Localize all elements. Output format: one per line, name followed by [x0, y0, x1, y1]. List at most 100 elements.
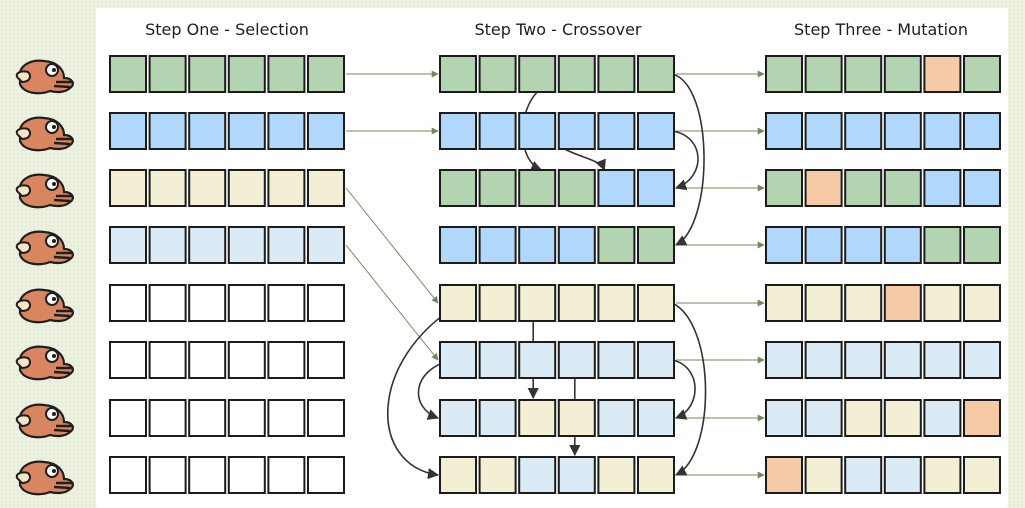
selection-gene-cell — [188, 399, 227, 437]
crossover-gene-cell — [597, 456, 636, 494]
crossover-arc — [564, 148, 606, 172]
mutation-gene-cell — [963, 112, 1001, 150]
crossover-grid — [439, 55, 675, 494]
selection-gene-cell — [148, 284, 187, 322]
crossover-gene-cell — [478, 226, 517, 264]
bird-wing-shape — [15, 471, 31, 485]
bird-body-shape — [18, 230, 74, 266]
selection-gene-cell — [307, 399, 345, 437]
crossover-arc — [671, 359, 696, 420]
crossover-gene-cell — [597, 169, 636, 207]
population-birds — [15, 59, 74, 496]
selection-gene-cell — [109, 341, 147, 379]
crossover-gene-cell — [557, 399, 596, 437]
bird-pupil-shape — [52, 182, 56, 186]
selection-gene-cell — [109, 399, 147, 437]
crossover-gene-cell — [518, 55, 557, 93]
mutation-gene-cell — [765, 399, 803, 437]
crossover-gene-cell — [518, 226, 557, 264]
selection-gene-cell — [188, 341, 227, 379]
selection-gene-cell — [109, 226, 147, 264]
selection-gene-cell — [227, 284, 266, 322]
mutation-gene-cell — [963, 341, 1001, 379]
bird-pupil-shape — [52, 354, 56, 358]
selection-gene-cell — [227, 226, 266, 264]
selection-gene-cell — [227, 399, 266, 437]
bird-beak-shape — [53, 309, 72, 318]
selection-gene-cell — [148, 55, 187, 93]
step-two-title: Step Two - Crossover — [475, 20, 642, 39]
mutation-gene-cell — [963, 399, 1001, 437]
mutation-gene-cell — [804, 284, 843, 322]
crossover-gene-cell — [439, 341, 477, 379]
mutation-gene-cell — [883, 226, 922, 264]
selection-gene-cell — [148, 341, 187, 379]
mutation-gene-cell — [963, 226, 1001, 264]
mutation-gene-cell — [844, 456, 883, 494]
mutation-gene-cell — [804, 112, 843, 150]
bird-body-shape — [18, 173, 74, 209]
flappy-bird-icon — [15, 59, 74, 95]
flappy-bird-icon — [15, 460, 74, 496]
selection-gene-cell — [188, 284, 227, 322]
crossover-gene-cell — [637, 341, 675, 379]
crossover-gene-cell — [557, 341, 596, 379]
mutation-gene-cell — [844, 284, 883, 322]
crossover-gene-cell — [439, 169, 477, 207]
selection-gene-cell — [188, 55, 227, 93]
crossover-gene-cell — [597, 399, 636, 437]
mutation-gene-cell — [963, 284, 1001, 322]
mutation-gene-cell — [923, 112, 962, 150]
selection-grid — [109, 55, 345, 494]
bird-wing-shape — [15, 356, 31, 370]
selection-arrow — [345, 187, 439, 304]
mutation-gene-cell — [923, 169, 962, 207]
flappy-bird-icon — [15, 345, 74, 381]
selection-gene-cell — [307, 456, 345, 494]
selection-gene-cell — [188, 456, 227, 494]
crossover-gene-cell — [439, 284, 477, 322]
selection-gene-cell — [267, 169, 306, 207]
selection-gene-cell — [227, 112, 266, 150]
mutation-gene-cell — [804, 341, 843, 379]
bird-pupil-shape — [52, 239, 56, 243]
mutation-gene-cell — [923, 226, 962, 264]
selection-gene-cell — [109, 169, 147, 207]
crossover-gene-cell — [557, 169, 596, 207]
crossover-gene-cell — [518, 284, 557, 322]
mutation-gene-cell — [804, 169, 843, 207]
mutation-gene-cell — [844, 55, 883, 93]
bird-beak-shape — [53, 481, 72, 490]
crossover-arc — [671, 130, 699, 191]
bird-beak-shape — [53, 137, 72, 146]
mutation-gene-cell — [804, 55, 843, 93]
selection-gene-cell — [148, 399, 187, 437]
bird-body-shape — [18, 403, 74, 439]
crossover-gene-cell — [478, 169, 517, 207]
bird-wing-shape — [15, 241, 31, 255]
mutation-gene-cell — [883, 169, 922, 207]
crossover-gene-cell — [439, 399, 477, 437]
crossover-gene-cell — [637, 399, 675, 437]
crossover-arc — [386, 304, 459, 480]
crossover-gene-cell — [518, 456, 557, 494]
crossover-gene-cell — [518, 112, 557, 150]
selection-arrow — [345, 244, 439, 361]
bird-pupil-shape — [52, 469, 56, 473]
mutation-gene-cell — [765, 226, 803, 264]
mutation-gene-cell — [804, 226, 843, 264]
crossover-gene-cell — [637, 169, 675, 207]
mutation-gene-cell — [923, 55, 962, 93]
mutation-gene-cell — [765, 55, 803, 93]
mutation-gene-cell — [883, 399, 922, 437]
bird-wing-shape — [15, 184, 31, 198]
flappy-bird-icon — [15, 230, 74, 266]
flappy-bird-icon — [15, 116, 74, 152]
bird-body-shape — [18, 460, 74, 496]
bird-wing-shape — [15, 70, 31, 84]
bird-body-shape — [18, 59, 74, 95]
selection-gene-cell — [307, 169, 345, 207]
crossover-gene-cell — [557, 226, 596, 264]
crossover-arc — [671, 73, 705, 246]
crossover-gene-cell — [597, 226, 636, 264]
